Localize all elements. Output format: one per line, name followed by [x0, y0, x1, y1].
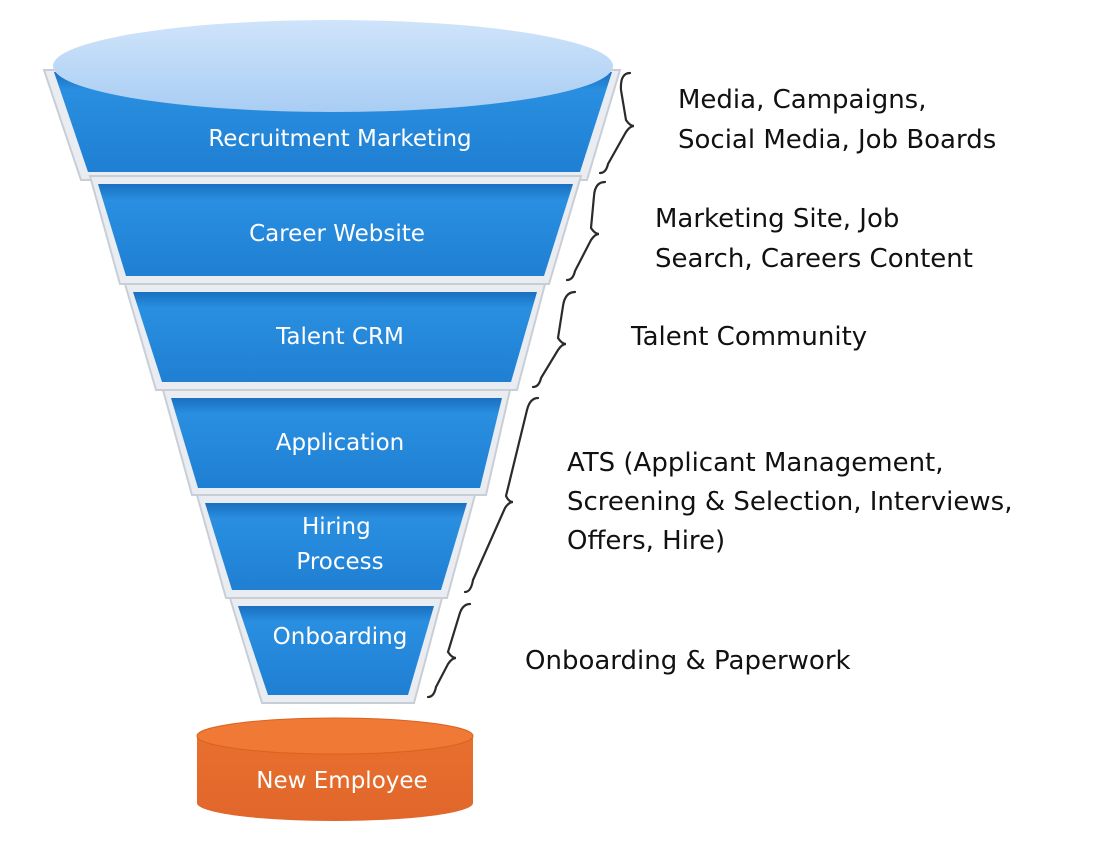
annotation-marketing-channels: Media, Campaigns, Social Media, Job Boar…: [678, 85, 996, 155]
stage-label: Application: [276, 430, 405, 456]
funnel-stage-recruitment-marketing: Recruitment Marketing: [42, 20, 622, 181]
stage-label: Career Website: [249, 221, 425, 247]
funnel-stage-talent-crm: Talent CRM: [123, 283, 547, 391]
output-label: New Employee: [256, 768, 427, 794]
funnel-stage-onboarding: Onboarding: [228, 597, 444, 704]
brace-3: [531, 290, 577, 389]
annotation-career-site: Marketing Site, Job Search, Careers Cont…: [655, 204, 973, 274]
funnel-stage-hiring-process: Hiring Process: [195, 494, 477, 599]
brace-1: [598, 71, 635, 175]
stage-label: Recruitment Marketing: [208, 126, 471, 152]
stage-label-line-2: Process: [296, 549, 383, 575]
funnel-rim: [53, 20, 613, 112]
stage-label: Talent CRM: [275, 324, 404, 350]
output-new-employee: New Employee: [196, 717, 474, 821]
brace-2: [565, 180, 607, 282]
stage-label: Onboarding: [273, 624, 408, 650]
brace-4: [463, 396, 540, 594]
stage-label-line-1: Hiring: [302, 514, 371, 540]
svg-text:Application: Application: [276, 430, 405, 456]
svg-text:Hiring Process: Hiring Process: [296, 514, 383, 575]
svg-text:Recruitment Marketing: Recruitment Marketing: [208, 126, 471, 152]
annotation-ats: ATS (Applicant Management, Screening & S…: [567, 448, 1021, 556]
funnel-stage-career-website: Career Website: [88, 175, 583, 285]
svg-text:Onboarding: Onboarding: [273, 624, 408, 650]
annotation-onboarding: Onboarding & Paperwork: [525, 646, 851, 676]
svg-text:Career Website: Career Website: [249, 221, 425, 247]
svg-text:Talent CRM: Talent CRM: [275, 324, 404, 350]
brace-5: [426, 602, 472, 699]
funnel-stage-application: Application: [161, 389, 512, 496]
annotation-talent-community: Talent Community: [630, 322, 867, 352]
